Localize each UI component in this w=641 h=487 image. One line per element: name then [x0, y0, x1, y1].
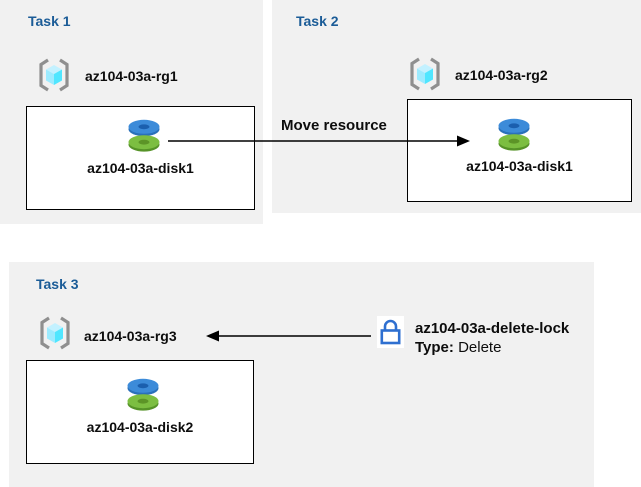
lock-type-value: Delete [458, 339, 502, 356]
resource-group-icon [39, 58, 69, 92]
task1-resource-group-label: az104-03a-rg1 [85, 68, 178, 84]
task1-title: Task 1 [28, 13, 71, 29]
disk-icon [128, 119, 160, 152]
task2-resource-box [407, 99, 632, 202]
task2-title: Task 2 [296, 13, 339, 29]
task3-resource-label: az104-03a-disk2 [86, 419, 194, 435]
task1-resource-label: az104-03a-disk1 [87, 160, 194, 176]
resource-group-icon [40, 316, 70, 350]
lock-name: az104-03a-delete-lock [415, 320, 570, 337]
task3-title: Task 3 [36, 276, 79, 292]
disk-icon [127, 378, 159, 411]
lock-type-label: Type: [415, 339, 454, 356]
lock-icon [380, 319, 401, 345]
disk-icon [498, 118, 530, 151]
task2-resource-group-label: az104-03a-rg2 [455, 67, 548, 83]
lock-caption: az104-03a-delete-lock Type: Delete [415, 319, 569, 357]
task3-resource-box [26, 360, 254, 464]
move-resource-label: Move resource [281, 117, 387, 134]
resource-group-icon [410, 57, 440, 91]
task3-resource-group-label: az104-03a-rg3 [84, 328, 177, 344]
task2-resource-label: az104-03a-disk1 [466, 158, 573, 174]
lock-chip [377, 316, 404, 348]
